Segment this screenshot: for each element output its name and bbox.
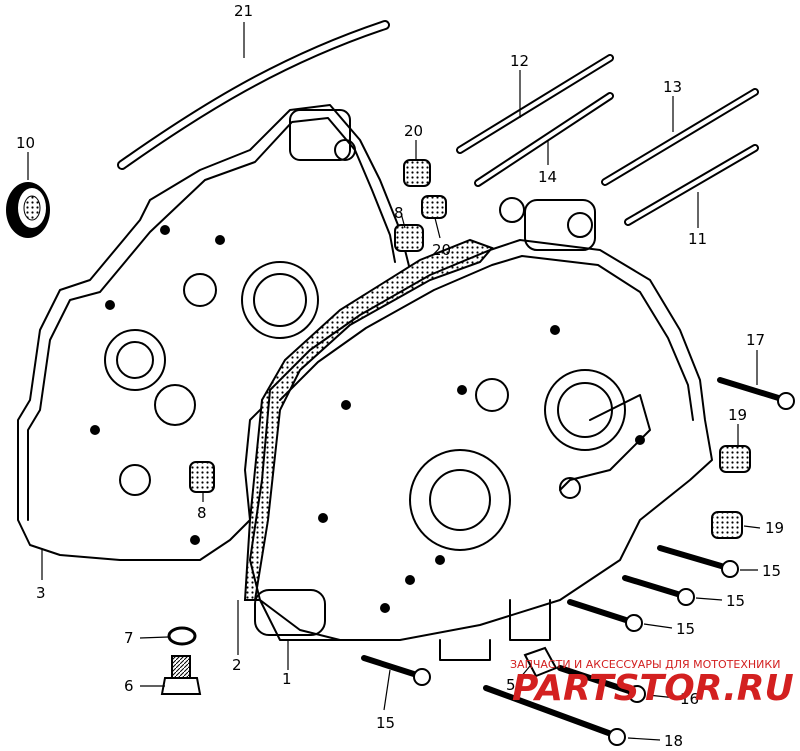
part-label-14: 14 — [538, 168, 557, 186]
bolts — [361, 377, 795, 746]
part-label-5: 5 — [506, 676, 516, 694]
dowel-pins — [189, 159, 751, 539]
breather-tube — [117, 20, 390, 170]
part-label-19-upper: 19 — [728, 406, 747, 424]
part-label-13: 13 — [663, 78, 682, 96]
part-label-8-upper: 8 — [394, 204, 404, 222]
part-label-2: 2 — [232, 656, 242, 674]
part-label-19-lower: 19 — [765, 519, 784, 537]
drain-plug-and-washer — [160, 626, 202, 695]
part-label-20-bottom: 20 — [432, 241, 451, 259]
leader-lines — [27, 22, 761, 741]
part-label-21: 21 — [234, 2, 253, 20]
part-label-16: 16 — [680, 690, 699, 708]
gasket — [243, 238, 494, 601]
part-label-11: 11 — [688, 230, 707, 248]
part-label-12: 12 — [510, 52, 529, 70]
watermark: ЗАПЧАСТИ И АКСЕССУАРЫ ДЛЯ МОТОТЕХНИКИ PA… — [510, 658, 794, 709]
part-label-1: 1 — [282, 670, 292, 688]
part-label-20-top: 20 — [404, 122, 423, 140]
part-label-17: 17 — [746, 331, 765, 349]
part-label-15-c: 15 — [676, 620, 695, 638]
part-label-15-d: 15 — [376, 714, 395, 732]
part-label-8-lower: 8 — [197, 504, 207, 522]
bracket — [523, 646, 558, 678]
part-label-3: 3 — [36, 584, 46, 602]
studs — [456, 54, 759, 226]
right-crankcase-half — [249, 197, 713, 661]
watermark-site: PARTSTOR.RU — [512, 668, 794, 709]
part-label-10: 10 — [16, 134, 35, 152]
part-label-6: 6 — [124, 677, 134, 695]
oil-seal — [6, 182, 50, 238]
part-label-7: 7 — [124, 629, 134, 647]
watermark-tagline: ЗАПЧАСТИ И АКСЕССУАРЫ ДЛЯ МОТОТЕХНИКИ — [510, 658, 780, 671]
left-crankcase-half — [17, 104, 411, 561]
part-label-15-b: 15 — [726, 592, 745, 610]
part-label-18: 18 — [664, 732, 683, 750]
part-label-15-a: 15 — [762, 562, 781, 580]
part-labels: 21 10 12 14 13 11 20 20 8 8 17 19 19 15 … — [16, 2, 784, 750]
